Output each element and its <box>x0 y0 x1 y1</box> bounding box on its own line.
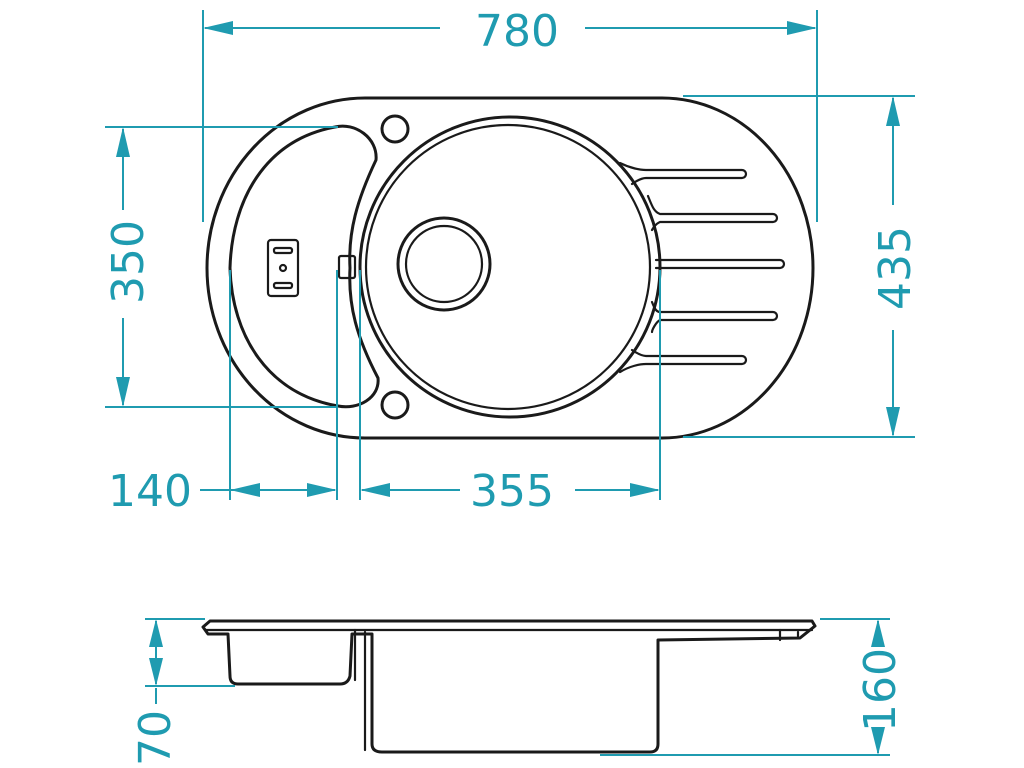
tap-hole-bottom <box>380 390 410 420</box>
small-bowl-outline <box>228 124 380 409</box>
dim-label-bowl-height: 350 <box>103 220 154 304</box>
sink-side-view <box>201 619 817 754</box>
main-bowl-outline <box>358 115 662 419</box>
dimension-total-height: 160 <box>600 618 906 756</box>
dimension-overall-width: 780 <box>202 6 818 222</box>
drain-outer <box>396 216 492 312</box>
tap-hole-top <box>380 114 410 144</box>
sink-outer-outline <box>205 96 815 440</box>
dimension-small-bowl-width: 140 <box>108 270 338 517</box>
drainer-grooves <box>618 161 786 374</box>
sink-top-view <box>205 96 815 440</box>
dim-label-small-bowl-depth: 70 <box>130 710 181 766</box>
main-bowl-inner-rim <box>364 123 652 411</box>
dim-label-main-bowl-width: 355 <box>470 466 554 517</box>
dim-label-overall-width: 780 <box>475 6 559 57</box>
side-drainer-rim <box>778 628 800 642</box>
dimension-overall-depth: 435 <box>683 95 921 438</box>
overflow-slot <box>337 254 357 280</box>
dim-label-overall-depth: 435 <box>870 226 921 310</box>
dimension-main-bowl-width: 355 <box>359 270 661 517</box>
dim-label-small-bowl-width: 140 <box>108 466 192 517</box>
dimension-bowl-height: 350 <box>103 126 338 408</box>
dim-label-total-height: 160 <box>855 648 906 732</box>
drain-inner <box>404 224 484 304</box>
overflow-grille <box>266 238 300 298</box>
dimension-small-bowl-depth: 70 <box>130 618 235 766</box>
side-profile-outline <box>201 619 817 754</box>
side-divider <box>353 628 367 752</box>
